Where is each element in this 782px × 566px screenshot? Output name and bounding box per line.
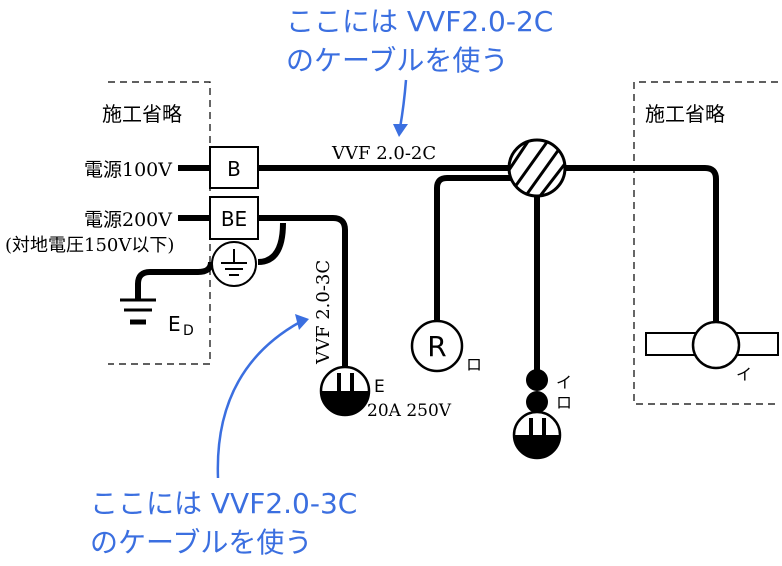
fixture-label: イ <box>736 365 752 384</box>
earth-ground-icon <box>120 298 156 325</box>
lamp-r-symbol: R <box>427 330 446 363</box>
wire-to-lamp-r <box>434 175 513 322</box>
lamp-r-label: ロ <box>466 355 482 374</box>
power-200v-label: 電源200V <box>84 209 172 231</box>
cable-2c-label: VVF 2.0-2C <box>331 143 436 164</box>
outlet-icon <box>512 410 562 460</box>
arrow-bottom <box>216 320 301 479</box>
ground-icon <box>221 249 247 276</box>
switch-i-label: イ <box>556 373 572 392</box>
ground-sub-label: D <box>183 323 194 339</box>
junction-box-icon <box>507 138 567 198</box>
annotation-top-line2: のケーブルを使う <box>286 44 508 77</box>
switch-ro-icon <box>526 391 548 413</box>
arrow-top <box>398 79 408 129</box>
breaker-be-box <box>209 196 259 240</box>
outlet-rating: 20A 250V <box>367 401 452 421</box>
annotation-bottom-line2: のケーブルを使う <box>90 526 312 559</box>
breaker-be-label: BE <box>221 207 247 231</box>
cable-3c-label: VVF 2.0-3C <box>313 260 334 365</box>
wire-outlet-3c <box>258 215 348 371</box>
power-100v-label: 電源100V <box>84 159 172 181</box>
outlet-e-mark: E <box>374 377 385 397</box>
ceiling-fixture-icon <box>645 320 779 370</box>
arrow-bottom-head <box>295 314 309 330</box>
omitted-label-right: 施工省略 <box>645 102 725 126</box>
annotation-bottom-line1: ここには VVF2.0-3C <box>90 487 357 520</box>
wiring-lines <box>135 165 719 374</box>
ground-label: E <box>168 312 181 336</box>
wire-be-ground <box>257 222 286 265</box>
switch-i-icon <box>526 369 548 391</box>
outlet-20a-250v-icon <box>319 365 371 417</box>
omitted-label-left: 施工省略 <box>102 102 182 126</box>
power-200v-note: (対地電圧150V以下) <box>5 235 174 256</box>
annotation-top-line1: ここには VVF2.0-2C <box>286 5 553 38</box>
switch-ro-label: ロ <box>556 393 572 412</box>
omitted-region-right <box>633 81 778 405</box>
wire-ground-ed <box>135 261 214 300</box>
wire-to-fixture <box>566 165 719 323</box>
arrow-top-head <box>393 124 408 137</box>
breaker-b-box <box>209 146 259 189</box>
lamp-r-icon <box>410 319 464 373</box>
breaker-b-label: B <box>227 157 241 181</box>
